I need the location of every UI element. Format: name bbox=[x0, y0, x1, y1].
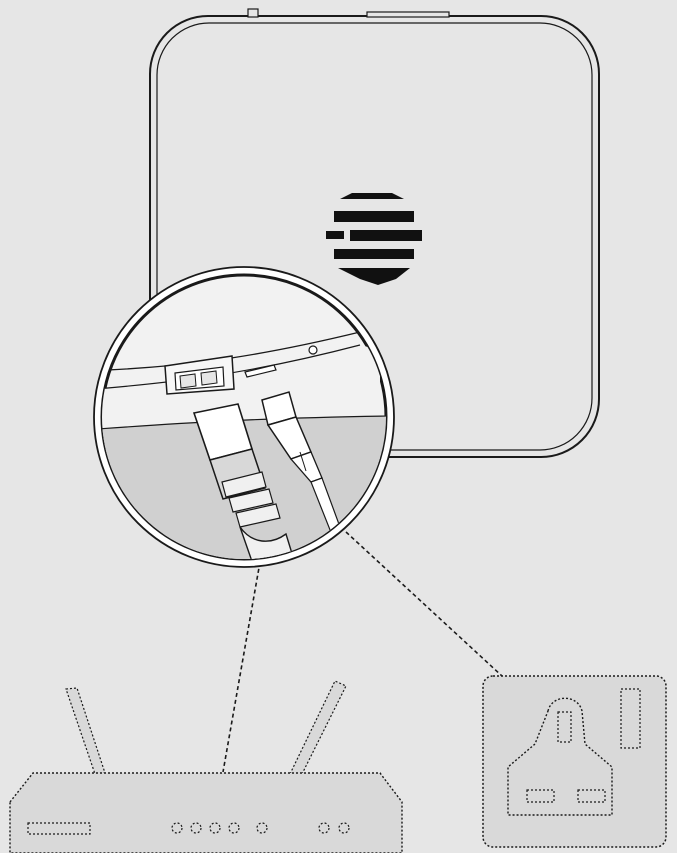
hub-logo-icon bbox=[326, 193, 422, 285]
uk-power-outlet-icon bbox=[482, 675, 667, 848]
router-connection-line bbox=[222, 561, 261, 773]
ethernet-plug-icon bbox=[192, 403, 295, 559]
connection-lines bbox=[222, 531, 503, 773]
outlet-connection-line bbox=[345, 531, 503, 677]
ethernet-port-icon bbox=[164, 355, 235, 395]
router-icon bbox=[9, 680, 403, 853]
usb-c-port-icon bbox=[244, 345, 318, 378]
port-closeup-icon bbox=[93, 266, 395, 568]
